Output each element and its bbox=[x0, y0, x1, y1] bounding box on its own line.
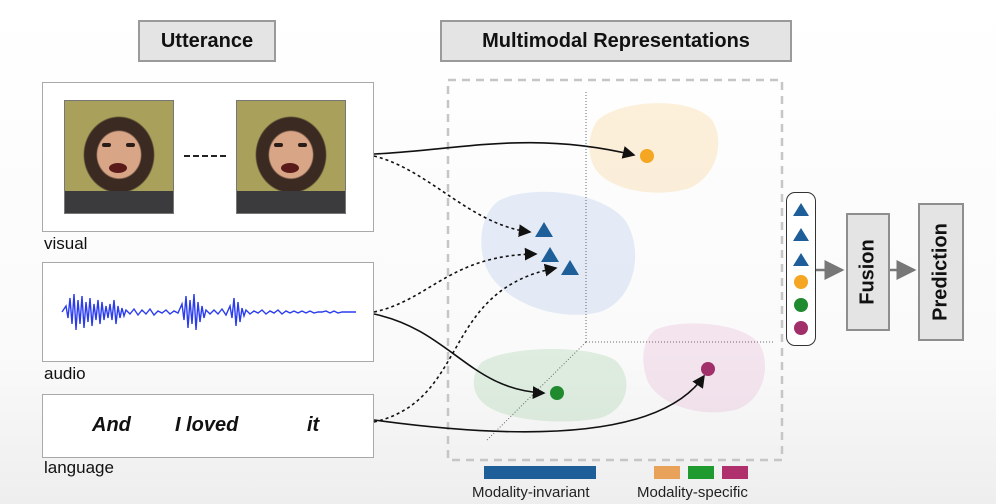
arrow-audio-to-invariant bbox=[373, 247, 538, 313]
language-word-i-loved: I loved bbox=[175, 414, 239, 436]
language-label: language bbox=[44, 458, 114, 477]
frame-ellipsis-dash bbox=[184, 155, 226, 157]
representation-stack bbox=[786, 192, 816, 346]
audio-label: audio bbox=[44, 364, 86, 383]
prediction-box: Prediction bbox=[918, 203, 964, 341]
fusion-label: Fusion bbox=[856, 239, 879, 305]
arrow-audio-to-specific bbox=[373, 313, 546, 399]
legend-specific-label: Modality-specific bbox=[637, 484, 748, 501]
legend-green-swatch bbox=[688, 466, 714, 479]
visual-specific-point bbox=[640, 149, 654, 163]
stack-circle-green bbox=[794, 298, 808, 312]
legend-invariant-label: Modality-invariant bbox=[472, 484, 590, 501]
language-specific-point bbox=[550, 386, 564, 400]
language-panel bbox=[42, 394, 374, 458]
stack-circle-purple bbox=[794, 321, 808, 335]
arrow-visual-to-specific bbox=[373, 141, 636, 159]
legend-purple-swatch bbox=[722, 466, 748, 479]
stack-circle-orange bbox=[794, 275, 808, 289]
prediction-label: Prediction bbox=[929, 223, 952, 321]
face-frame-first bbox=[64, 100, 174, 214]
waveform-path bbox=[61, 293, 356, 331]
utterance-header: Utterance bbox=[138, 20, 276, 62]
invariant-triangle-visual bbox=[535, 222, 553, 237]
stack-triangle-3 bbox=[793, 253, 809, 266]
audio-specific-point bbox=[701, 362, 715, 376]
visual-specific-blob bbox=[589, 103, 719, 193]
language-specific-blob bbox=[473, 348, 627, 422]
arrow-visual-to-invariant bbox=[373, 155, 532, 238]
legend-invariant-swatch bbox=[484, 466, 596, 479]
stack-triangle-2 bbox=[793, 228, 809, 241]
arrow-language-to-specific bbox=[373, 374, 705, 433]
language-word-it: it bbox=[307, 414, 320, 436]
stack-triangle-1 bbox=[793, 203, 809, 216]
space-boundary bbox=[446, 78, 784, 462]
multimodal-representations-header: Multimodal Representations bbox=[440, 20, 792, 62]
invariant-blob bbox=[481, 191, 636, 315]
language-word-and: And bbox=[92, 414, 131, 436]
face-frame-last bbox=[236, 100, 346, 214]
invariant-triangle-audio bbox=[541, 247, 559, 262]
fusion-box: Fusion bbox=[846, 213, 890, 331]
audio-waveform bbox=[61, 293, 356, 331]
visual-label: visual bbox=[44, 234, 88, 253]
arrow-language-to-invariant bbox=[373, 263, 558, 423]
legend-orange-swatch bbox=[654, 466, 680, 479]
invariant-triangle-language bbox=[561, 260, 579, 275]
